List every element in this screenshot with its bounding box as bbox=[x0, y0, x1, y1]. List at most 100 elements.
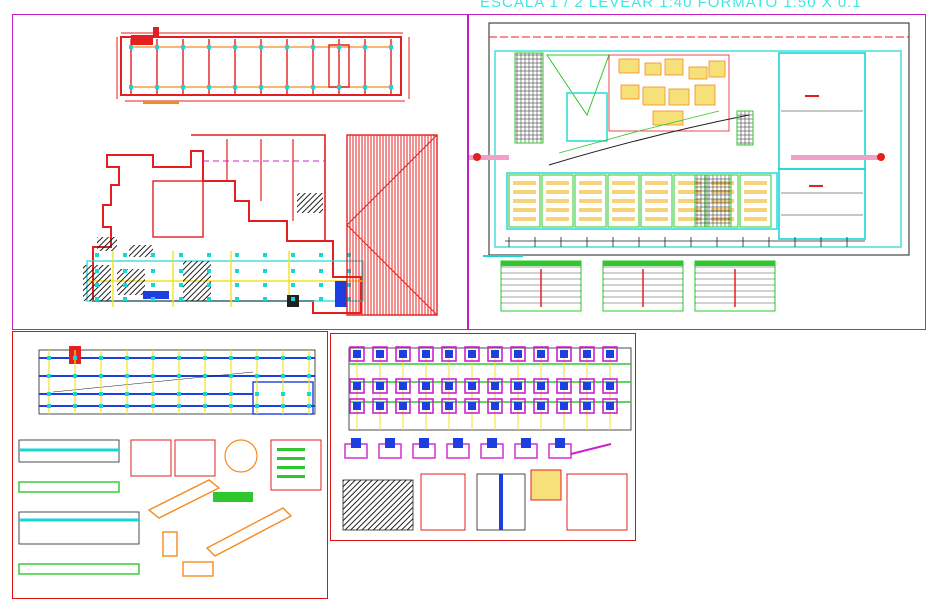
footing-column bbox=[376, 382, 384, 390]
beam-section bbox=[18, 481, 120, 493]
footing-pad bbox=[602, 346, 618, 362]
column-mark bbox=[259, 85, 263, 89]
column-mark bbox=[151, 297, 155, 301]
column-mark bbox=[203, 392, 207, 396]
desk-row bbox=[579, 217, 602, 221]
footing-pad bbox=[533, 378, 549, 394]
column-mark bbox=[203, 374, 207, 378]
footing-pad bbox=[487, 378, 503, 394]
column-mark bbox=[263, 297, 267, 301]
frame-elevation bbox=[18, 511, 140, 545]
column-mark bbox=[281, 404, 285, 408]
column-mark bbox=[73, 374, 77, 378]
footing-column bbox=[468, 350, 476, 358]
column-mark bbox=[151, 404, 155, 408]
column-mark bbox=[337, 45, 341, 49]
column-mark bbox=[181, 85, 185, 89]
column-mark bbox=[207, 297, 211, 301]
column-mark bbox=[255, 404, 259, 408]
desk-row bbox=[678, 190, 701, 194]
sheet-title: ESCALA 1 / 2 LEVEAR 1:40 FORMATO 1:50 X … bbox=[480, 0, 862, 11]
column-mark bbox=[73, 392, 77, 396]
footing-column bbox=[606, 350, 614, 358]
column-mark bbox=[281, 392, 285, 396]
schedule-header bbox=[501, 261, 581, 266]
footing-column bbox=[422, 402, 430, 410]
column-mark bbox=[229, 356, 233, 360]
footing-pad bbox=[395, 398, 411, 414]
column-mark bbox=[291, 253, 295, 257]
footing-pad bbox=[372, 378, 388, 394]
footing-pad bbox=[441, 346, 457, 362]
column-mark bbox=[95, 269, 99, 273]
furniture-block bbox=[620, 84, 640, 100]
footing-column bbox=[468, 402, 476, 410]
column-mark bbox=[123, 253, 127, 257]
column-mark bbox=[263, 269, 267, 273]
footing-column bbox=[514, 382, 522, 390]
footing-pad bbox=[579, 346, 595, 362]
footing-column bbox=[422, 350, 430, 358]
notes-line bbox=[277, 457, 305, 460]
footing-pad bbox=[579, 398, 595, 414]
structural-sheet-bottom-left bbox=[12, 331, 328, 599]
column-mark bbox=[177, 356, 181, 360]
footing-pad bbox=[556, 346, 572, 362]
column-mark bbox=[207, 269, 211, 273]
column-mark bbox=[235, 297, 239, 301]
footing-column bbox=[353, 350, 361, 358]
column-mark bbox=[123, 283, 127, 287]
column-detail bbox=[555, 438, 565, 448]
column-mark bbox=[363, 85, 367, 89]
footing-column bbox=[399, 402, 407, 410]
notes-box bbox=[270, 439, 322, 491]
column-detail bbox=[487, 438, 497, 448]
footing-pad bbox=[533, 398, 549, 414]
furniture-block bbox=[618, 58, 640, 74]
column-mark bbox=[95, 297, 99, 301]
footing-column bbox=[468, 382, 476, 390]
column-mark bbox=[151, 356, 155, 360]
column-detail bbox=[453, 438, 463, 448]
column-mark bbox=[319, 253, 323, 257]
detail-table bbox=[566, 473, 628, 531]
column-mark bbox=[203, 356, 207, 360]
column-mark bbox=[255, 392, 259, 396]
furniture-block bbox=[642, 86, 666, 106]
furniture-block bbox=[668, 88, 690, 106]
furniture-block bbox=[708, 60, 726, 78]
column-mark bbox=[151, 269, 155, 273]
column-mark bbox=[151, 392, 155, 396]
column-mark bbox=[95, 253, 99, 257]
desk-row bbox=[744, 208, 767, 212]
column-mark bbox=[291, 297, 295, 301]
stair-section bbox=[147, 479, 221, 519]
desk-row bbox=[513, 208, 536, 212]
footing-pad bbox=[487, 346, 503, 362]
foundation-plan-drawing bbox=[342, 346, 632, 531]
column-mark bbox=[319, 283, 323, 287]
column-mark bbox=[207, 45, 211, 49]
site-plan-drawing bbox=[469, 22, 910, 312]
footing-section bbox=[18, 563, 140, 575]
column-mark bbox=[177, 404, 181, 408]
footing-pad bbox=[418, 378, 434, 394]
footing-pad bbox=[395, 346, 411, 362]
beam-detail bbox=[213, 492, 253, 502]
column-mark bbox=[151, 283, 155, 287]
footing-pad bbox=[418, 346, 434, 362]
column-mark bbox=[99, 374, 103, 378]
footing-column bbox=[560, 350, 568, 358]
footing-column bbox=[422, 382, 430, 390]
footing-pad bbox=[579, 378, 595, 394]
desk-row bbox=[612, 190, 635, 194]
column-mark bbox=[179, 297, 183, 301]
footing-column bbox=[537, 382, 545, 390]
column-mark bbox=[99, 392, 103, 396]
column-mark bbox=[123, 269, 127, 273]
furniture-block bbox=[694, 84, 716, 106]
column-mark bbox=[177, 374, 181, 378]
desk-row bbox=[744, 199, 767, 203]
footing-pad bbox=[556, 378, 572, 394]
desk-row bbox=[546, 208, 569, 212]
